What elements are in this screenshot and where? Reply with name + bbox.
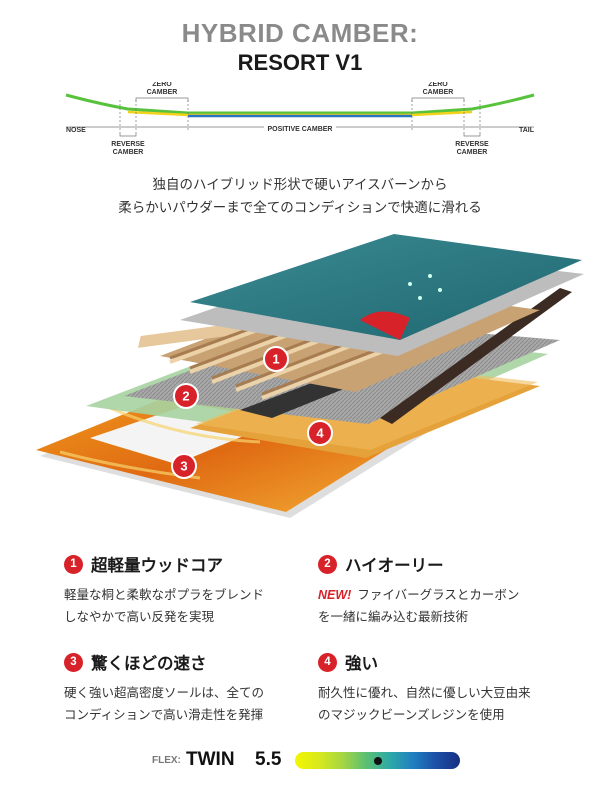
description-line-1: 独自のハイブリッド形状で硬いアイスバーンから (152, 177, 448, 193)
feature-number-badge: 2 (318, 554, 337, 574)
feature-body-line: のマジックビーンズレジンを使用 (318, 707, 505, 722)
feature-title: ハイオーリー (345, 556, 444, 575)
feature-body-line: 硬く強い超高密度ソールは、全ての (64, 685, 265, 700)
svg-text:2: 2 (182, 389, 189, 404)
flex-shape: TWIN (186, 749, 235, 770)
flex-scale-bar (295, 752, 460, 769)
layer-marker-4: 4 (307, 420, 333, 446)
feature-body-line: を一緒に編み込む最新技術 (318, 609, 469, 624)
feature-body-line: ファイバーグラスとカーボン (357, 587, 520, 602)
board-layers-illustration: 1 2 3 4 (36, 234, 584, 518)
feature-body-line: コンディションで高い滑走性を発揮 (64, 707, 264, 722)
feature-fast-base: 3 驚くほどの速さ 硬く強い超高密度ソールは、全ての コンディションで高い滑走性を… (64, 650, 314, 726)
feature-number-badge: 3 (64, 652, 83, 672)
feature-high-ollie: 2 ハイオーリー NEW! ファイバーグラスとカーボン を一緒に編み込む最新技術 (318, 552, 578, 628)
layer-marker-1: 1 (263, 346, 289, 372)
layer-marker-2: 2 (173, 383, 199, 409)
title-hybrid-camber: HYBRID CAMBER: (181, 18, 419, 48)
svg-text:1: 1 (272, 352, 279, 367)
sidewall-strip (380, 288, 572, 424)
feature-title: 強い (345, 654, 378, 673)
feature-number-badge: 4 (318, 652, 337, 672)
flex-value: 5.5 (255, 749, 282, 770)
flex-rating: FLEX: TWIN 5.5 (0, 748, 600, 774)
feature-body-line: 耐久性に優れ、自然に優しい大豆由来 (318, 685, 531, 700)
svg-text:4: 4 (316, 426, 324, 441)
feature-title: 驚くほどの速さ (91, 654, 207, 673)
positive-camber-label: POSITIVE CAMBER (268, 126, 333, 133)
feature-wood-core: 1 超軽量ウッドコア 軽量な桐と柔軟なポプラをブレンド しなやかで高い反発を実現 (64, 552, 304, 628)
tail-label: TAIL (519, 127, 535, 134)
camber-line-green (65, 93, 535, 115)
feature-body-line: 軽量な桐と柔軟なポプラをブレンド (64, 587, 265, 602)
nose-label: NOSE (66, 127, 86, 134)
layer-marker-3: 3 (171, 453, 197, 479)
description-line-2: 柔らかいパウダーまで全てのコンディションで快適に滑れる (118, 200, 482, 216)
flex-label: FLEX: (152, 755, 181, 766)
svg-text:3: 3 (180, 459, 187, 474)
flex-indicator-dot (373, 756, 382, 765)
new-badge: NEW! (318, 588, 352, 602)
layer-topsheet (190, 234, 582, 340)
feature-number-badge: 1 (64, 554, 83, 574)
feature-title: 超軽量ウッドコア (91, 556, 223, 575)
feature-body-line: しなやかで高い反発を実現 (64, 609, 215, 624)
title-model-name: RESORT V1 (237, 50, 363, 75)
feature-strong: 4 強い 耐久性に優れ、自然に優しい大豆由来 のマジックビーンズレジンを使用 (318, 650, 578, 726)
